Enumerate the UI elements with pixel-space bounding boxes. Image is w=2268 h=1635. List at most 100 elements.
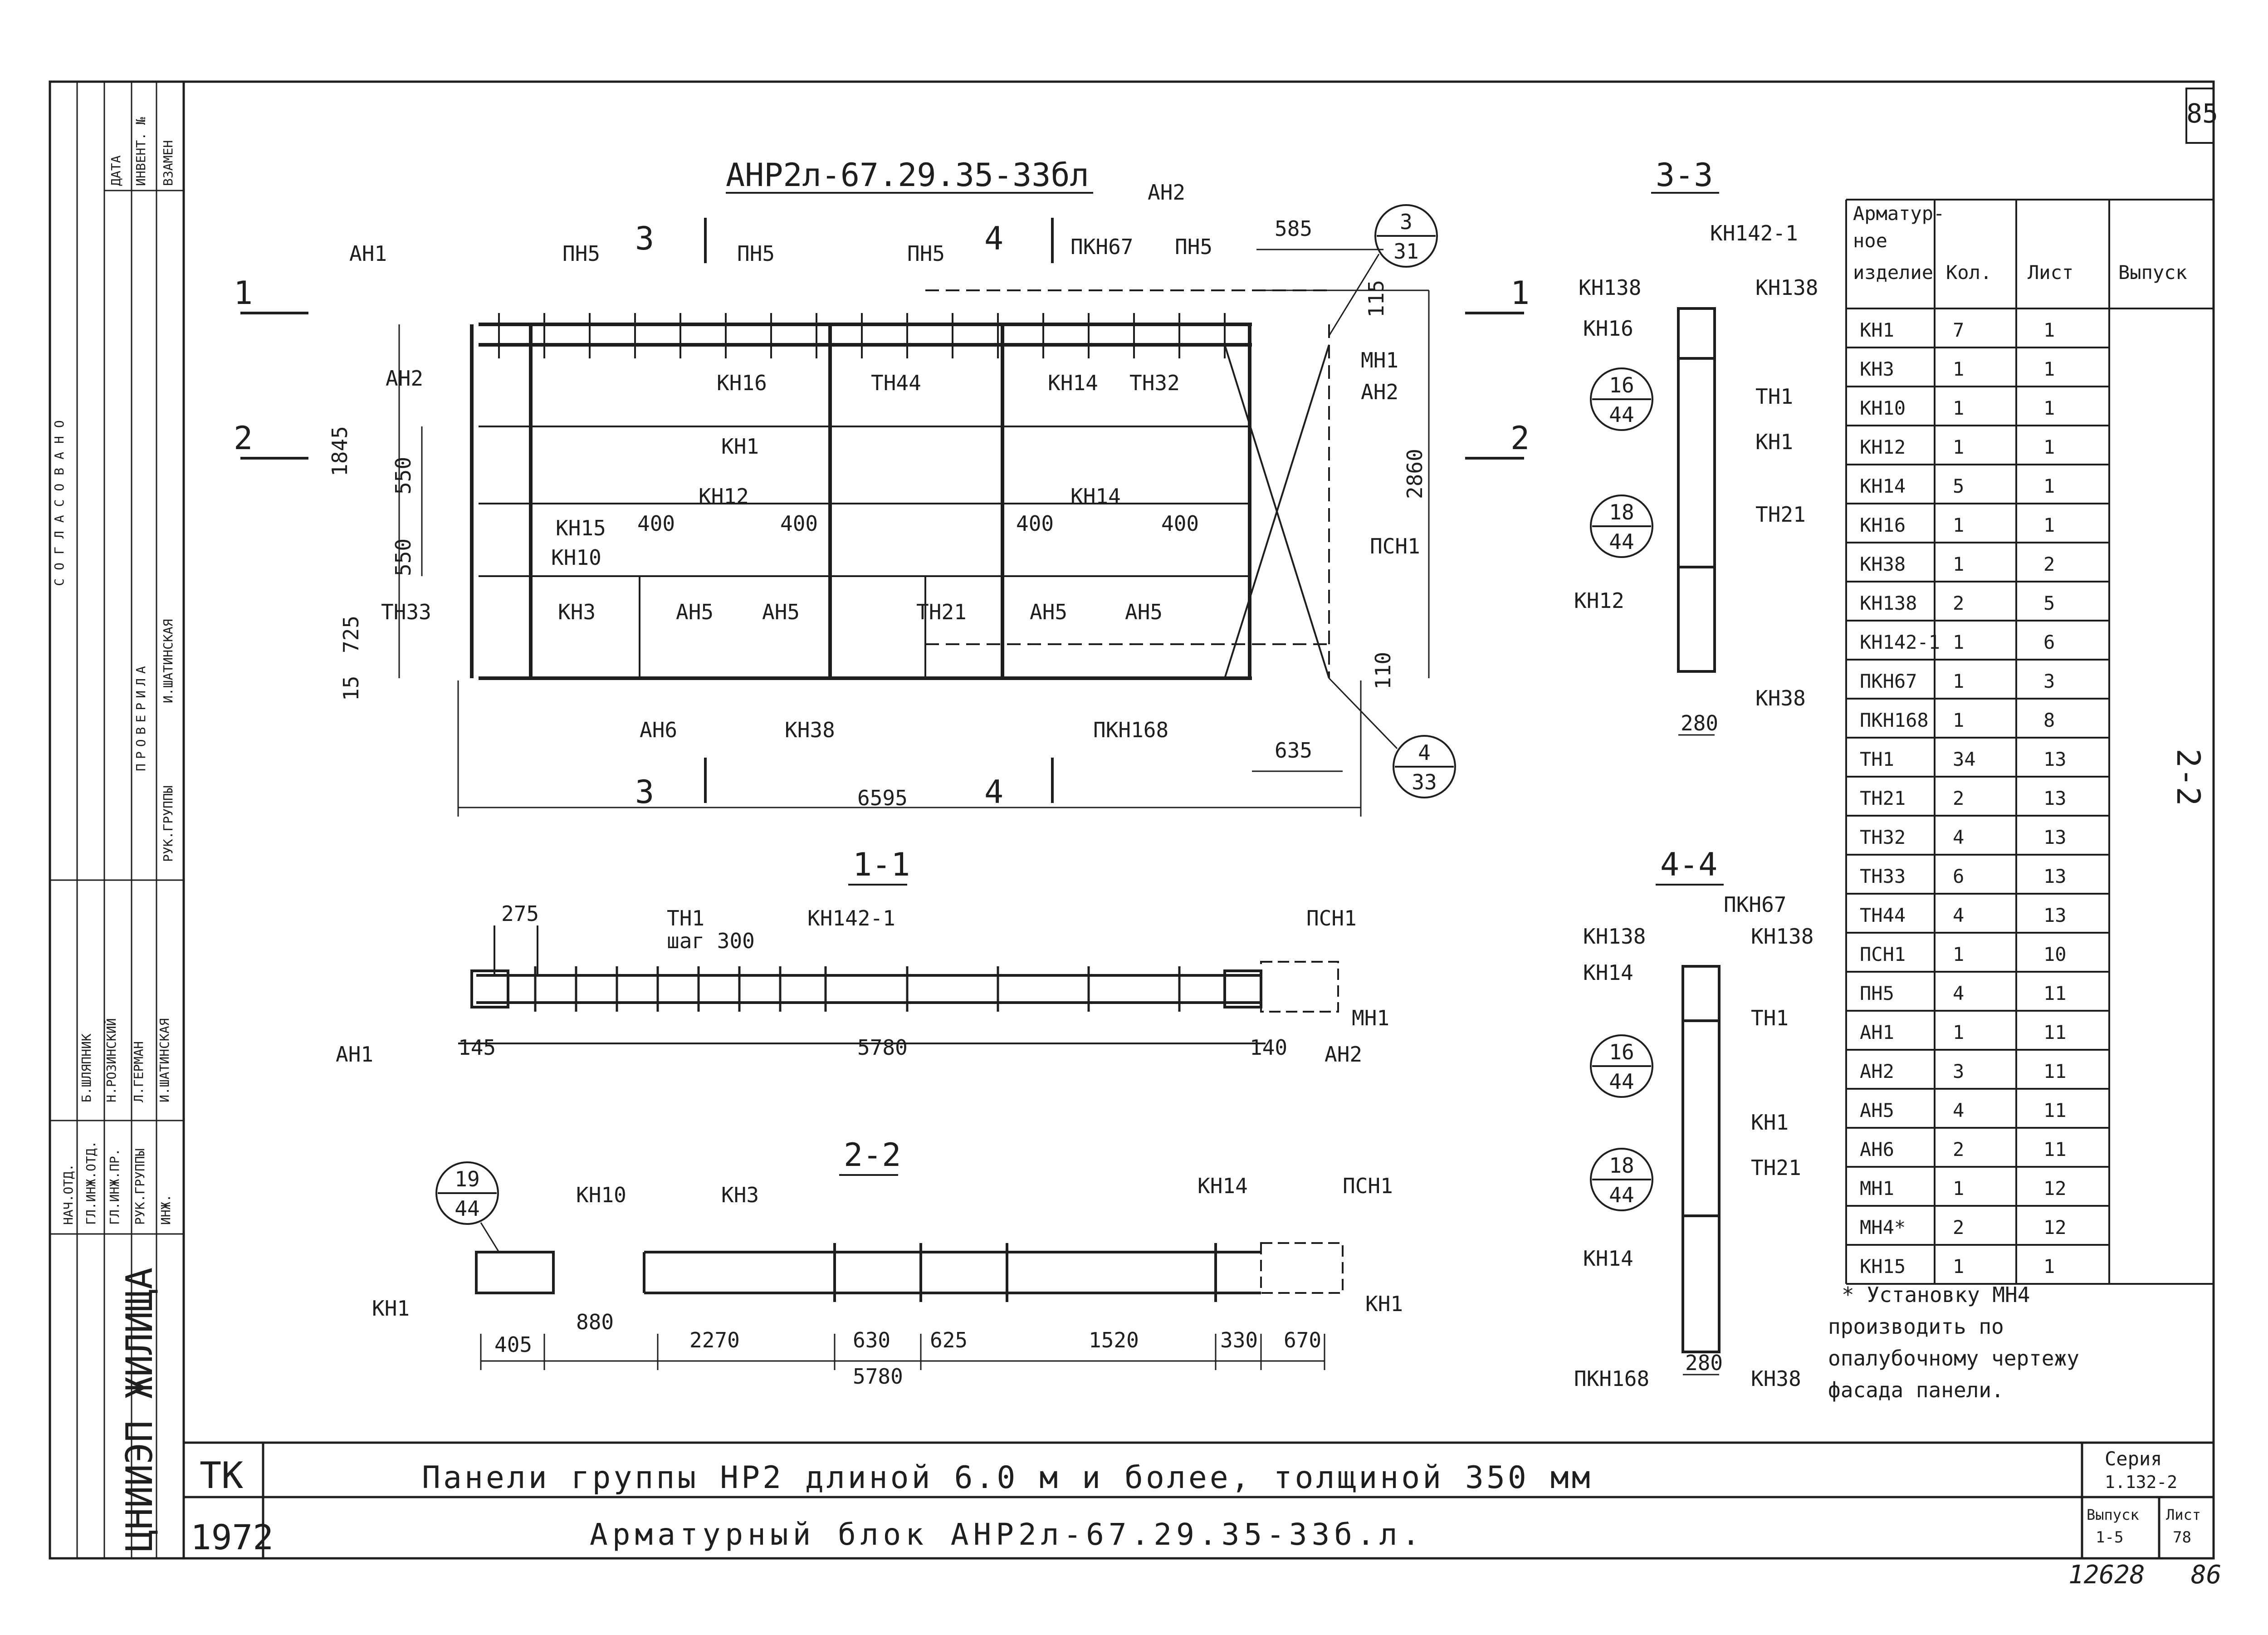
stamp-staff-name-2: Н.РОЗИНСКИЙ [103, 1018, 119, 1102]
stamp-staff-role-1: НАЧ.ОТД. [61, 1164, 76, 1225]
label-an6: АН6 [640, 718, 677, 742]
spec-note-2: производить по [1828, 1314, 2004, 1339]
title-issue-value: 1-5 [2096, 1528, 2123, 1547]
section-11-dim-275: 275 [501, 901, 539, 926]
section-4-4: 4-4 ПКН67 КН138 КН138 КН14 ТН1 КН1 ТН21 … [1574, 846, 1813, 1391]
label-kn1: КН1 [721, 434, 759, 459]
section-mark-3-bottom: 3 [635, 773, 654, 811]
section-22-callout: 19 44 [435, 1161, 500, 1253]
spec-cell-sheet: 1 [2043, 436, 2055, 458]
spec-cell-qty: 4 [1953, 826, 1964, 848]
spec-cell-item: КН12 [1860, 436, 1906, 458]
section-44-title: 4-4 [1660, 846, 1717, 883]
spec-cell-qty: 1 [1953, 631, 1964, 653]
spec-cell-sheet: 3 [2043, 670, 2055, 692]
spec-cell-qty: 4 [1953, 982, 1964, 1004]
dim-2860: 2860 [1403, 449, 1427, 499]
spec-cell-item: МН1 [1860, 1177, 1894, 1199]
section-44-kn14-top: КН14 [1583, 960, 1633, 985]
rebar-cage [470, 323, 1252, 680]
stamp-staff-role-5: ИНЖ. [158, 1194, 173, 1225]
stamp-approval-replace: ВЗАМЕН [161, 140, 176, 186]
spec-cell-qty: 1 [1953, 436, 1964, 458]
spec-header-item-3: изделие [1853, 261, 1933, 284]
section-33-tn1: ТН1 [1755, 384, 1793, 409]
dim-550-2: 550 [391, 538, 415, 576]
spec-cell-item: МН4* [1860, 1216, 1906, 1238]
section-33-callout-1: 16 44 [1590, 367, 1653, 431]
callout-3-31-top: 3 [1400, 210, 1413, 234]
spec-cell-item: ТН21 [1860, 787, 1906, 809]
stamp-staff-name-4: И.ШАТИНСКАЯ [157, 1018, 172, 1102]
label-tn33: ТН33 [381, 600, 431, 624]
spec-cell-sheet: 1 [2043, 397, 2055, 419]
spec-cell-item: АН1 [1860, 1021, 1894, 1043]
spec-cell-sheet: 11 [2043, 1138, 2067, 1160]
label-an2-top: АН2 [1148, 180, 1185, 205]
spec-cell-qty: 7 [1953, 319, 1964, 341]
spec-cell-sheet: 13 [2043, 865, 2067, 887]
dim-635: 635 [1275, 738, 1312, 763]
section-33-dim-280: 280 [1681, 711, 1718, 735]
spec-cell-item: АН6 [1860, 1138, 1894, 1160]
label-kn16: КН16 [717, 371, 767, 395]
section-mark-1-left: 1 [234, 274, 253, 312]
dim-400-1: 400 [637, 511, 675, 536]
stamp-check-role-1: РУК.ГРУППЫ [161, 785, 176, 862]
spec-cell-sheet: 1 [2043, 319, 2055, 341]
section-33-kn138-right: КН138 [1755, 275, 1818, 300]
section-11-kn142: КН142-1 [807, 906, 895, 930]
spec-cell-item: КН142-1 [1860, 631, 1940, 653]
section-22-dim-2270: 2270 [689, 1328, 740, 1352]
spec-note-3: опалубочному чертежу [1828, 1346, 2079, 1371]
spec-cell-qty: 3 [1953, 1060, 1964, 1082]
main-title: АНР2л-67.29.35-33бл [726, 157, 1089, 194]
main-view: АНР2л-67.29.35-33бл [234, 157, 1530, 817]
label-an1: АН1 [349, 241, 387, 266]
spec-cell-sheet: 2 [2043, 553, 2055, 575]
section-22-dim-405: 405 [494, 1332, 532, 1357]
section-mark-4-bottom: 4 [984, 773, 1003, 811]
section-1-1: 1-1 ТН1 шаг 300 КН142-1 ПСН1 МН1 АН1 АН [336, 846, 1389, 1067]
spec-cell-sheet: 1 [2043, 358, 2055, 380]
label-kn14-mid: КН14 [1070, 484, 1121, 509]
section-11-psn1: ПСН1 [1306, 906, 1357, 930]
spec-cell-sheet: 10 [2043, 943, 2067, 965]
spec-cell-qty: 1 [1953, 943, 1964, 965]
section-44-callout-1-top: 16 [1609, 1040, 1634, 1064]
section-22-dim-1520: 1520 [1089, 1328, 1139, 1352]
label-pn5-4: ПН5 [1175, 235, 1212, 259]
spec-cell-qty: 1 [1953, 358, 1964, 380]
section-44-kn1: КН1 [1751, 1110, 1789, 1135]
dim-400-3: 400 [1016, 511, 1054, 536]
section-33-kn38: КН38 [1755, 686, 1806, 710]
section-22-kn1-left: КН1 [372, 1296, 410, 1321]
spec-cell-qty: 2 [1953, 592, 1964, 614]
section-11-mn1: МН1 [1352, 1006, 1389, 1030]
section-22-dim-670: 670 [1284, 1328, 1321, 1352]
section-22-kn1-right: КН1 [1365, 1292, 1403, 1316]
section-22-dim-330: 330 [1220, 1328, 1258, 1352]
spec-cell-sheet: 11 [2043, 1021, 2067, 1043]
left-stamp: СОГЛАСОВАНО ДАТА ИНВЕНТ. № ВЗАМЕН ПРОВЕР… [50, 82, 184, 1558]
rebar-thin [479, 289, 1330, 679]
spec-cell-item: АН2 [1860, 1060, 1894, 1082]
dim-1845: 1845 [327, 426, 352, 476]
dim-400-2: 400 [780, 511, 818, 536]
spec-cell-sheet: 12 [2043, 1177, 2067, 1199]
spec-cell-qty: 4 [1953, 904, 1964, 926]
callout-3-31-bottom: 31 [1393, 239, 1418, 264]
spec-cell-item: КН16 [1860, 514, 1906, 536]
section-11-dim-140: 140 [1250, 1035, 1287, 1060]
label-an2-right: АН2 [1361, 380, 1398, 404]
section-44-pkn67: ПКН67 [1724, 892, 1786, 917]
title-issue-label: Выпуск [2087, 1506, 2139, 1523]
callout-3-31: 3 31 [1328, 204, 1438, 336]
spec-cell-qty: 6 [1953, 865, 1964, 887]
section-33-callout-1-bottom: 44 [1609, 402, 1634, 427]
stirrups-top [498, 313, 1226, 358]
spec-cell-sheet: 11 [2043, 982, 2067, 1004]
section-44-callout-1: 16 44 [1590, 1034, 1653, 1098]
page-number-box: 85 [2185, 88, 2218, 144]
sheet-mark-2: 86 [2191, 1560, 2221, 1590]
